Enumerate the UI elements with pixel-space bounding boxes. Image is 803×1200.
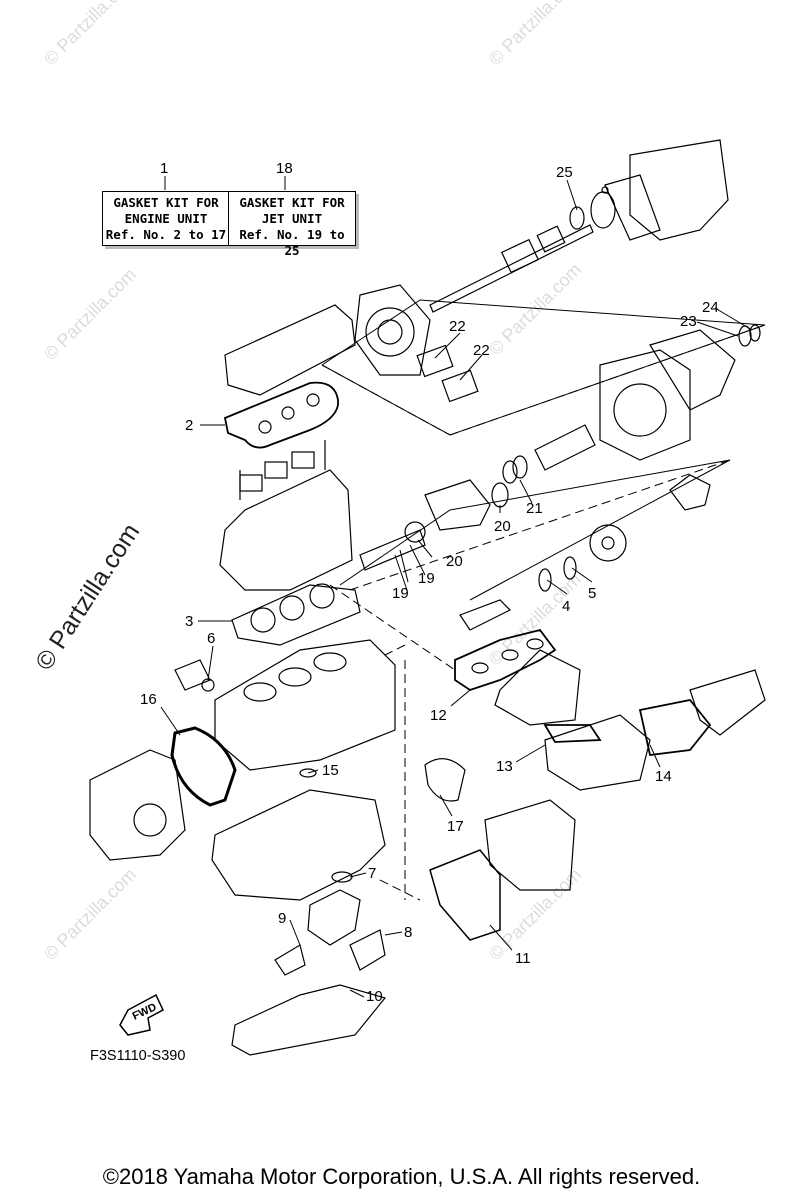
ref-8: 8 [404,924,413,941]
ref-11: 11 [515,950,531,967]
ref-7: 7 [368,865,377,882]
ref-19: 19 [392,585,409,602]
ref-22: 22 [449,318,466,335]
ref-3: 3 [185,613,194,630]
copyright-notice: ©2018 Yamaha Motor Corporation, U.S.A. A… [102,1164,701,1189]
ref-19: 19 [418,570,435,587]
ref-14: 14 [655,768,672,785]
ref-21: 21 [526,500,543,517]
ref-17: 17 [447,818,464,835]
ref-5: 5 [588,585,597,602]
kit-line: ENGINE UNIT [124,211,208,226]
ref-10: 10 [366,988,383,1005]
ref-12: 12 [430,707,447,724]
kit-line: JET UNIT [261,211,323,226]
ref-16: 16 [140,691,157,708]
ref-23: 23 [680,313,697,330]
ref-24: 24 [702,299,719,316]
gasket-kit-jet-box: GASKET KIT FOR JET UNIT Ref. No. 19 to 2… [228,191,356,258]
ref-4: 4 [562,598,571,615]
ref-13: 13 [496,758,513,775]
gasket-kit-engine-box: GASKET KIT FOR ENGINE UNIT Ref. No. 2 to… [102,191,230,246]
ref-6: 6 [207,630,216,647]
ref-15: 15 [322,762,339,779]
ref-9: 9 [278,910,287,927]
diagram-code: F3S1110-S390 [90,1048,186,1064]
kit-line: Ref. No. 19 to 25 [239,227,345,258]
kit-line: GASKET KIT FOR [113,195,219,210]
kit-line: GASKET KIT FOR [239,195,345,210]
ref-2: 2 [185,417,194,434]
ref-20: 20 [446,553,463,570]
ref-22: 22 [473,342,490,359]
ref-20: 20 [494,518,511,535]
ref-1: 1 [160,160,169,177]
ref-18: 18 [276,160,293,177]
ref-25: 25 [556,164,573,181]
kit-line: Ref. No. 2 to 17 [105,227,227,242]
